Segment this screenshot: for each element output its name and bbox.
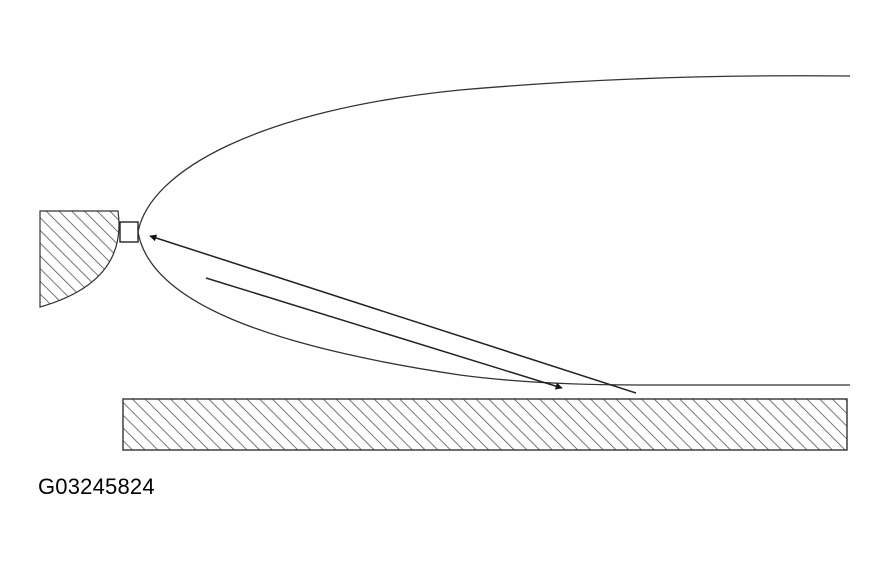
- detection-zone-outline: [137, 75, 851, 233]
- arrow-reflected-icon: [149, 234, 637, 394]
- hatched-mount-icon: [39, 210, 120, 308]
- hatched-surface-icon: [122, 398, 848, 451]
- sensor-box-icon: [119, 221, 139, 243]
- detection-zone-lower-outline: [137, 231, 850, 386]
- arrow-outgoing-icon: [205, 277, 563, 390]
- figure-id-label: G03245824: [38, 474, 155, 499]
